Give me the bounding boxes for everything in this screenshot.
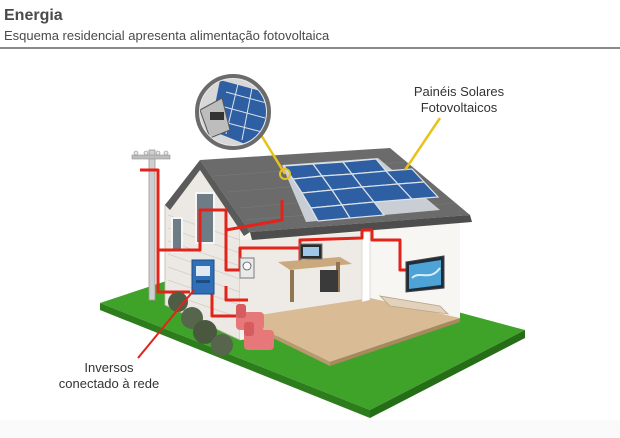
label-solar-panels-line2: Fotovoltaicos xyxy=(420,100,498,115)
inverter-leader-line xyxy=(137,289,195,359)
armchair-icon xyxy=(236,304,274,350)
page-title: Energia xyxy=(4,7,63,24)
label-solar-panels: Painéis Solares Fotovoltaicos xyxy=(392,84,526,116)
tv-icon xyxy=(405,255,445,293)
bush-icon xyxy=(168,292,233,356)
label-inverter-line1: Inversos xyxy=(84,360,134,375)
header: Energia Esquema residencial apresenta al… xyxy=(0,0,620,50)
magnifier-leader-line xyxy=(256,129,287,175)
desk-computer-icon xyxy=(278,243,352,302)
bench-icon xyxy=(378,295,450,315)
header-divider xyxy=(0,47,620,49)
label-solar-panels-line1: Painéis Solares xyxy=(413,84,505,99)
utility-pole-icon xyxy=(131,149,171,301)
label-inverter-line2: conectado à rede xyxy=(58,376,160,391)
panel-detail-magnifier-icon xyxy=(195,74,271,150)
meter-icon xyxy=(239,257,255,279)
house-illustration xyxy=(100,74,525,418)
label-inverter: Inversos conectado à rede xyxy=(52,360,166,392)
page-subtitle: Esquema residencial apresenta alimentaçã… xyxy=(4,28,330,43)
floor xyxy=(240,298,460,362)
footer-band xyxy=(0,420,620,438)
inverter-box-icon xyxy=(191,259,215,295)
panels-leader-line xyxy=(403,117,442,171)
window xyxy=(171,217,183,253)
solar-panel-array xyxy=(282,158,440,222)
house-interior xyxy=(240,205,460,366)
